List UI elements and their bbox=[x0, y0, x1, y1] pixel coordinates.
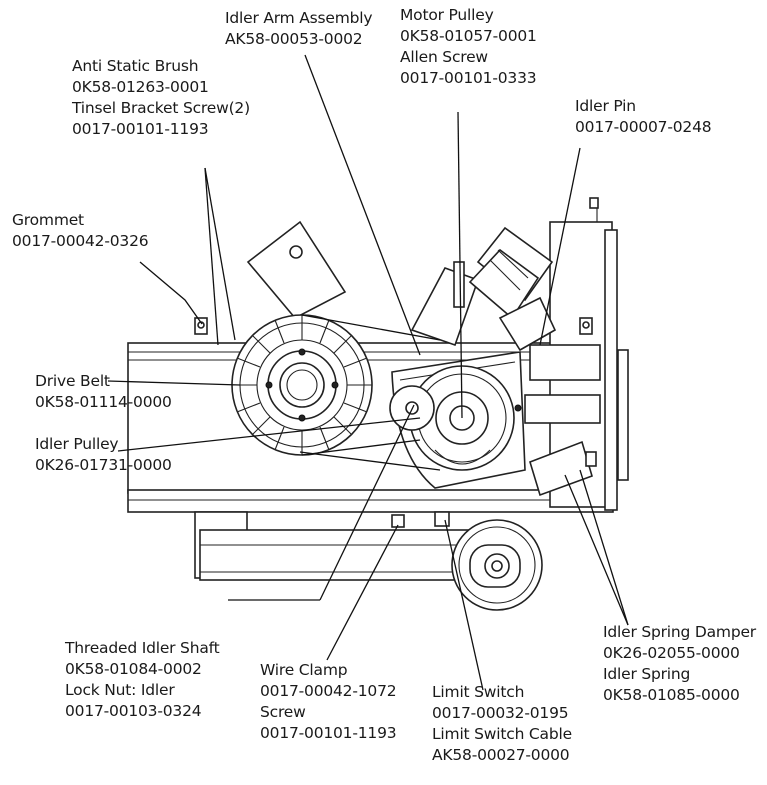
callout-name: Threaded Idler Shaft bbox=[65, 639, 220, 657]
callout-part-number: 0017-00101-1193 bbox=[72, 120, 209, 138]
callout-drive-belt: Drive Belt 0K58-01114-0000 bbox=[35, 371, 172, 413]
callout-name: Anti Static Brush bbox=[72, 57, 199, 75]
idler-pulley bbox=[391, 511, 543, 611]
callout-name: Idler Spring bbox=[603, 665, 691, 683]
callout-motor-pulley: Motor Pulley 0K58-01057-0001 Allen Screw… bbox=[400, 5, 537, 89]
callout-part-number: 0017-00032-0195 bbox=[432, 704, 569, 722]
callout-part-number: 0K26-02055-0000 bbox=[603, 644, 740, 662]
callout-anti-static-brush: Anti Static Brush 0K58-01263-0001 Tinsel… bbox=[72, 56, 250, 140]
callout-part-number: 0017-00042-0326 bbox=[12, 232, 149, 250]
callout-name: Limit Switch bbox=[432, 683, 525, 701]
callout-name: Drive Belt bbox=[35, 372, 110, 390]
callout-name: Wire Clamp bbox=[260, 661, 348, 679]
callout-threaded-idler-shaft: Threaded Idler Shaft 0K58-01084-0002 Loc… bbox=[65, 638, 220, 722]
callout-name: Screw bbox=[260, 703, 306, 721]
callout-part-number: 0017-00101-1193 bbox=[260, 724, 397, 742]
idler-spring-damper bbox=[529, 440, 597, 497]
callout-name: Limit Switch Cable bbox=[432, 725, 572, 743]
callout-part-number: 0K58-01263-0001 bbox=[72, 78, 209, 96]
callout-name: Motor Pulley bbox=[400, 6, 494, 24]
callout-idler-pin: Idler Pin 0017-00007-0248 bbox=[575, 96, 712, 138]
callout-name: Idler Pulley bbox=[35, 435, 119, 453]
anti-static-brush bbox=[246, 220, 347, 320]
callout-part-number: 0K58-01114-0000 bbox=[35, 393, 172, 411]
callout-idler-arm-assembly: Idler Arm Assembly AK58-00053-0002 bbox=[225, 8, 373, 50]
callout-part-number: 0017-00042-1072 bbox=[260, 682, 397, 700]
frame bbox=[127, 197, 629, 581]
callout-name: Lock Nut: Idler bbox=[65, 681, 175, 699]
callout-wire-clamp: Wire Clamp 0017-00042-1072 Screw 0017-00… bbox=[260, 660, 397, 744]
callout-part-number: 0K58-01057-0001 bbox=[400, 27, 537, 45]
motor bbox=[410, 226, 557, 352]
callout-part-number: 0K26-01731-0000 bbox=[35, 456, 172, 474]
callout-part-number: 0017-00101-0333 bbox=[400, 69, 537, 87]
callout-part-number: 0017-00007-0248 bbox=[575, 118, 712, 136]
callout-part-number: 0K58-01084-0002 bbox=[65, 660, 202, 678]
drive-pulley bbox=[231, 314, 373, 456]
callout-part-number: 0017-00103-0324 bbox=[65, 702, 202, 720]
callout-name: Idler Pin bbox=[575, 97, 636, 115]
callout-name: Grommet bbox=[12, 211, 84, 229]
callout-name: Tinsel Bracket Screw(2) bbox=[72, 99, 250, 117]
callout-part-number: 0K58-01085-0000 bbox=[603, 686, 740, 704]
callout-part-number: AK58-00053-0002 bbox=[225, 30, 363, 48]
leader-lines bbox=[107, 54, 629, 691]
callout-idler-pulley: Idler Pulley 0K26-01731-0000 bbox=[35, 434, 172, 476]
callout-name: Idler Arm Assembly bbox=[225, 9, 373, 27]
callout-grommet: Grommet 0017-00042-0326 bbox=[12, 210, 149, 252]
callout-idler-spring-damper: Idler Spring Damper 0K26-02055-0000 Idle… bbox=[603, 622, 756, 706]
callout-name: Idler Spring Damper bbox=[603, 623, 756, 641]
drive-belt bbox=[299, 314, 441, 471]
callout-name: Allen Screw bbox=[400, 48, 488, 66]
callout-limit-switch: Limit Switch 0017-00032-0195 Limit Switc… bbox=[432, 682, 572, 766]
callout-part-number: AK58-00027-0000 bbox=[432, 746, 570, 764]
